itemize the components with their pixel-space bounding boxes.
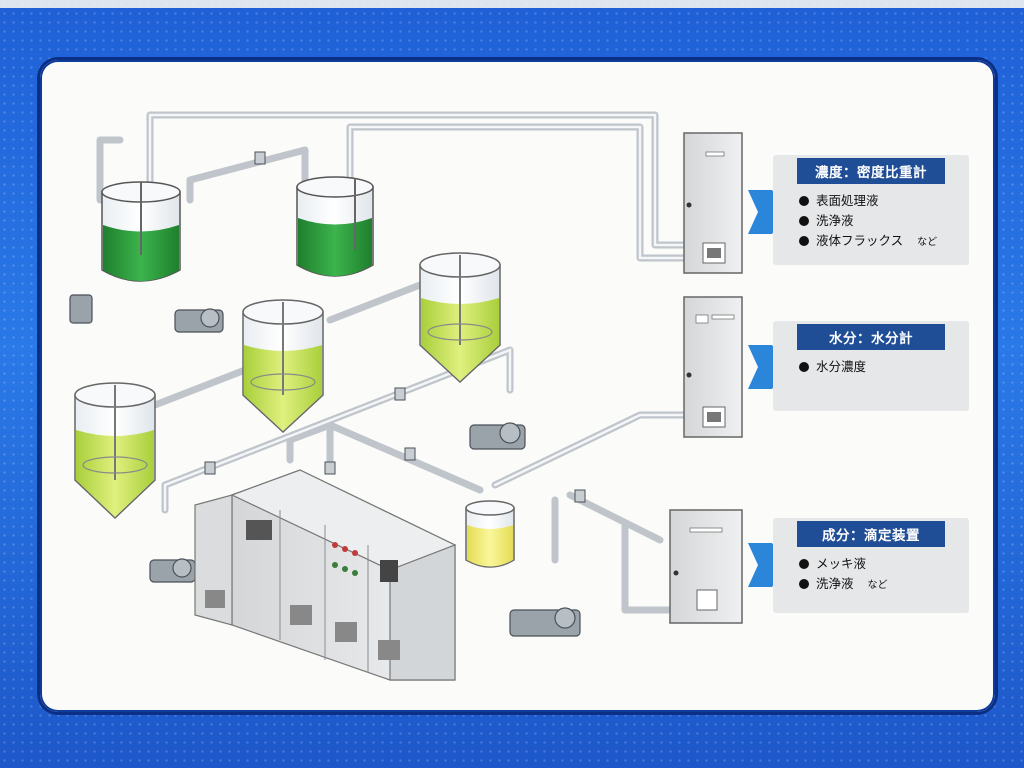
bullet-icon — [799, 579, 809, 589]
item-text: メッキ液 — [816, 556, 867, 571]
bullet-icon — [799, 362, 809, 372]
top-strip — [0, 0, 1024, 8]
item-note: など — [917, 237, 938, 248]
bullet-icon — [799, 559, 809, 569]
mixing-tank-icon — [419, 252, 501, 384]
list-item: 水分濃度 — [799, 357, 866, 377]
item-text: 水分濃度 — [816, 359, 867, 374]
bullet-icon — [799, 216, 809, 226]
pipe-highlight — [148, 113, 692, 512]
item-text: 洗浄液 — [816, 576, 854, 591]
tank-icon — [101, 181, 181, 282]
mixing-tank-icon — [242, 299, 324, 434]
analyzer-cabinet-icon — [669, 509, 743, 624]
card-list: 水分濃度 — [799, 357, 866, 377]
item-text: 表面処理液 — [816, 193, 879, 208]
card-title: 水分：水分計 — [797, 324, 945, 350]
list-item: 洗浄液 — [799, 211, 937, 231]
list-item: 液体フラックス など — [799, 231, 937, 253]
mixing-tank-icon — [74, 382, 156, 520]
analyzer-cabinet-icon — [683, 132, 743, 274]
bullet-icon — [799, 236, 809, 246]
card-list: 表面処理液 洗浄液 液体フラックス など — [799, 191, 937, 253]
card-title: 濃度：密度比重計 — [797, 158, 945, 184]
card-title: 成分：滴定装置 — [797, 521, 945, 547]
valve-icon — [204, 151, 586, 503]
control-panel-icon — [194, 469, 457, 681]
pump-icon — [69, 294, 581, 637]
item-note: など — [867, 580, 888, 591]
list-item: 表面処理液 — [799, 191, 937, 211]
analyzer-cabinet-icon — [683, 296, 743, 438]
list-item: 洗浄液 など — [799, 574, 888, 596]
component-card: 成分：滴定装置 メッキ液 洗浄液 など — [773, 518, 969, 613]
tank-icon — [296, 176, 374, 277]
density-card: 濃度：密度比重計 表面処理液 洗浄液 液体フラックス など — [773, 155, 969, 265]
moisture-card: 水分：水分計 水分濃度 — [773, 321, 969, 411]
list-item: メッキ液 — [799, 554, 888, 574]
bullet-icon — [799, 196, 809, 206]
item-text: 液体フラックス — [816, 233, 904, 248]
card-list: メッキ液 洗浄液 など — [799, 554, 888, 596]
tank-icon — [465, 500, 515, 568]
item-text: 洗浄液 — [816, 213, 854, 228]
